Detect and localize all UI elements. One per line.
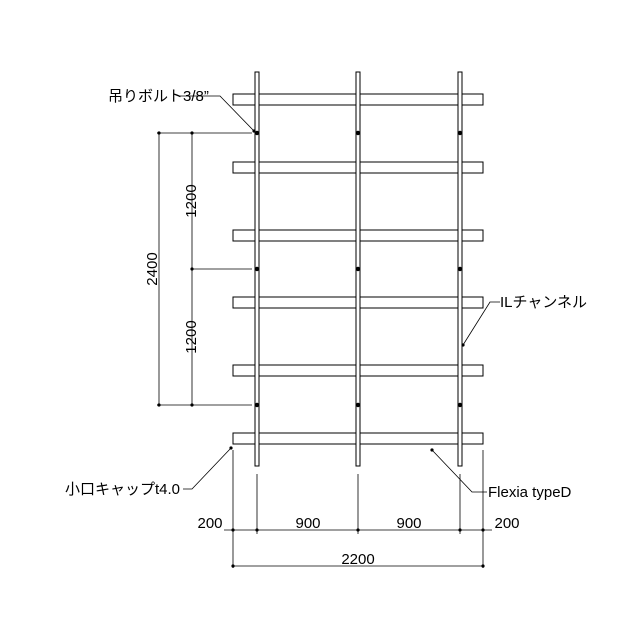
annotations: 吊りボルト3/8” ILチャンネル 小口キャップt4.0 Flexia type… [65, 88, 587, 501]
dimension-left-edge: 200 [197, 515, 222, 532]
bolt-point [457, 266, 463, 272]
bolt-point [355, 402, 361, 408]
label-hanging-bolt: 吊りボルト3/8” [108, 88, 209, 105]
label-il-channel: ILチャンネル [500, 294, 587, 311]
dimension-right-edge: 200 [494, 515, 519, 532]
dimension-total-width: 2200 [341, 551, 374, 568]
bolt-point [254, 130, 260, 136]
vertical-dimensions: 1200 1200 2400 [144, 131, 252, 407]
label-edge-cap: 小口キャップt4.0 [65, 481, 180, 498]
dimension-vertical-lower: 1200 [183, 320, 200, 353]
bolt-point [457, 402, 463, 408]
bolt-point [355, 130, 361, 136]
dimension-span-1: 900 [295, 515, 320, 532]
dimension-vertical-upper: 1200 [183, 184, 200, 217]
horizontal-dimensions: 200 900 900 200 2200 [197, 450, 520, 568]
bolt-point [457, 130, 463, 136]
dimension-span-2: 900 [396, 515, 421, 532]
bolt-point [254, 266, 260, 272]
bolt-point [254, 402, 260, 408]
dimension-vertical-total: 2400 [144, 252, 161, 285]
bolt-point [355, 266, 361, 272]
label-flexia-panel: Flexia typeD [488, 484, 572, 501]
bolt-points [254, 130, 463, 408]
